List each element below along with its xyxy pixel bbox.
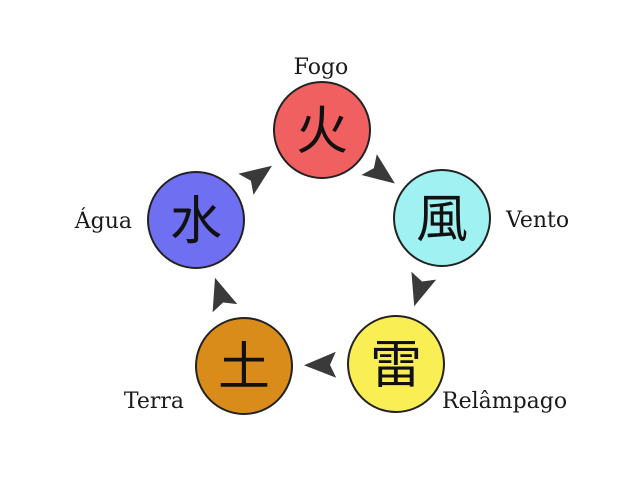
fire-kanji: 火 [296, 102, 348, 162]
wind-circle [393, 169, 491, 267]
node-water: 水 [147, 171, 245, 269]
earth-label: Terra [124, 389, 184, 414]
node-earth: 土 [195, 317, 293, 415]
arrow-water-to-fire [238, 165, 272, 195]
earth-circle [195, 317, 293, 415]
node-fire: 火 [273, 81, 371, 179]
earth-kanji: 土 [218, 338, 270, 398]
lightning-circle [347, 315, 445, 413]
water-circle [147, 171, 245, 269]
arrow-layer [212, 154, 437, 378]
lightning-label: Relâmpago [442, 389, 567, 414]
wind-label: Vento [505, 208, 569, 233]
fire-circle [273, 81, 371, 179]
lightning-kanji: 雷 [370, 336, 422, 396]
water-label: Água [74, 207, 132, 234]
node-lightning: 雷 [347, 315, 445, 413]
water-kanji: 水 [170, 192, 222, 252]
arrow-lightning-to-earth [304, 351, 337, 378]
wind-kanji: 風 [416, 190, 468, 250]
node-wind: 風 [393, 169, 491, 267]
fire-label: Fogo [294, 55, 349, 80]
arrow-wind-to-lightning [411, 271, 437, 307]
arrow-earth-to-water [212, 277, 238, 313]
arrow-fire-to-wind [361, 154, 395, 184]
